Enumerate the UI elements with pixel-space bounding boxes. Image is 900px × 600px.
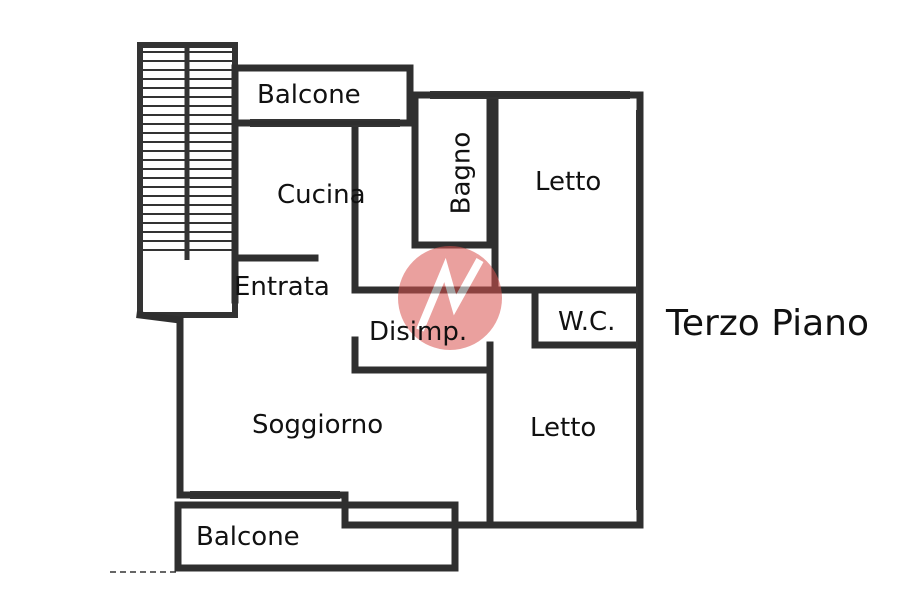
watermark-logo (398, 246, 502, 350)
room-label-letto-bottom: Letto (530, 413, 597, 443)
room-label-balcone-bottom: Balcone (196, 522, 300, 552)
staircase (137, 42, 238, 318)
room-label-wc: W.C. (558, 307, 616, 337)
room-label-bagno: Bagno (446, 131, 477, 215)
room-label-cucina: Cucina (277, 180, 366, 210)
room-label-letto-top: Letto (535, 167, 602, 197)
room-label-soggiorno: Soggiorno (252, 410, 384, 440)
windows (190, 91, 638, 510)
room-label-balcone-top: Balcone (257, 80, 361, 110)
room-label-disimpegno: Disimp. (369, 317, 468, 347)
floor-title: Terzo Piano (666, 303, 870, 344)
room-label-entrata: Entrata (234, 272, 330, 302)
